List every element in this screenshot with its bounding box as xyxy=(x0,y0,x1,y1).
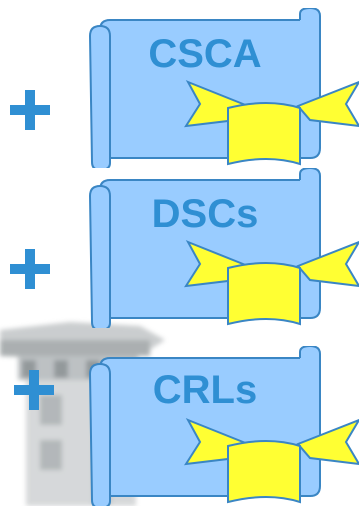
ribbon-icon xyxy=(184,80,359,166)
scroll-label: CSCA xyxy=(148,32,262,76)
crls-scroll: CRLs xyxy=(88,346,359,506)
plus-icon xyxy=(10,90,50,130)
scroll-icon xyxy=(88,168,359,328)
scroll-icon xyxy=(88,346,359,506)
scroll-label: DSCs xyxy=(151,192,259,236)
dscs-scroll: DSCs xyxy=(88,168,359,328)
scroll-icon xyxy=(88,8,359,168)
scroll-label: CRLs xyxy=(152,368,258,412)
csca-scroll: CSCA xyxy=(88,8,359,168)
ribbon-icon xyxy=(184,240,359,326)
ribbon-icon xyxy=(184,418,359,504)
plus-icon xyxy=(10,249,50,289)
plus-icon xyxy=(14,370,54,410)
